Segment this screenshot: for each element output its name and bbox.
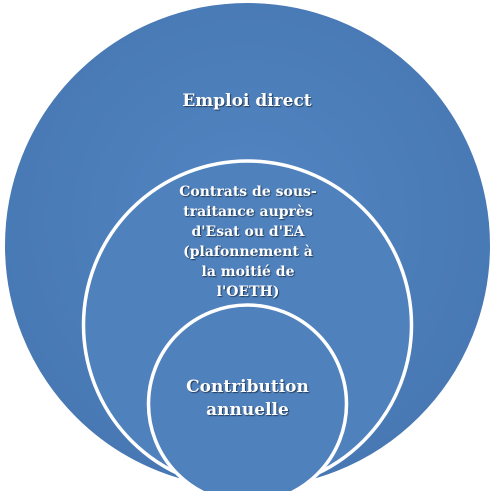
outer-circle-label: Emploi direct: [182, 91, 312, 111]
inner-circle: [146, 303, 349, 491]
middle-circle-label: Contrats de sous- traitance auprès d'Esa…: [179, 184, 317, 300]
inner-circle-label: Contribution annuelle: [186, 377, 309, 420]
